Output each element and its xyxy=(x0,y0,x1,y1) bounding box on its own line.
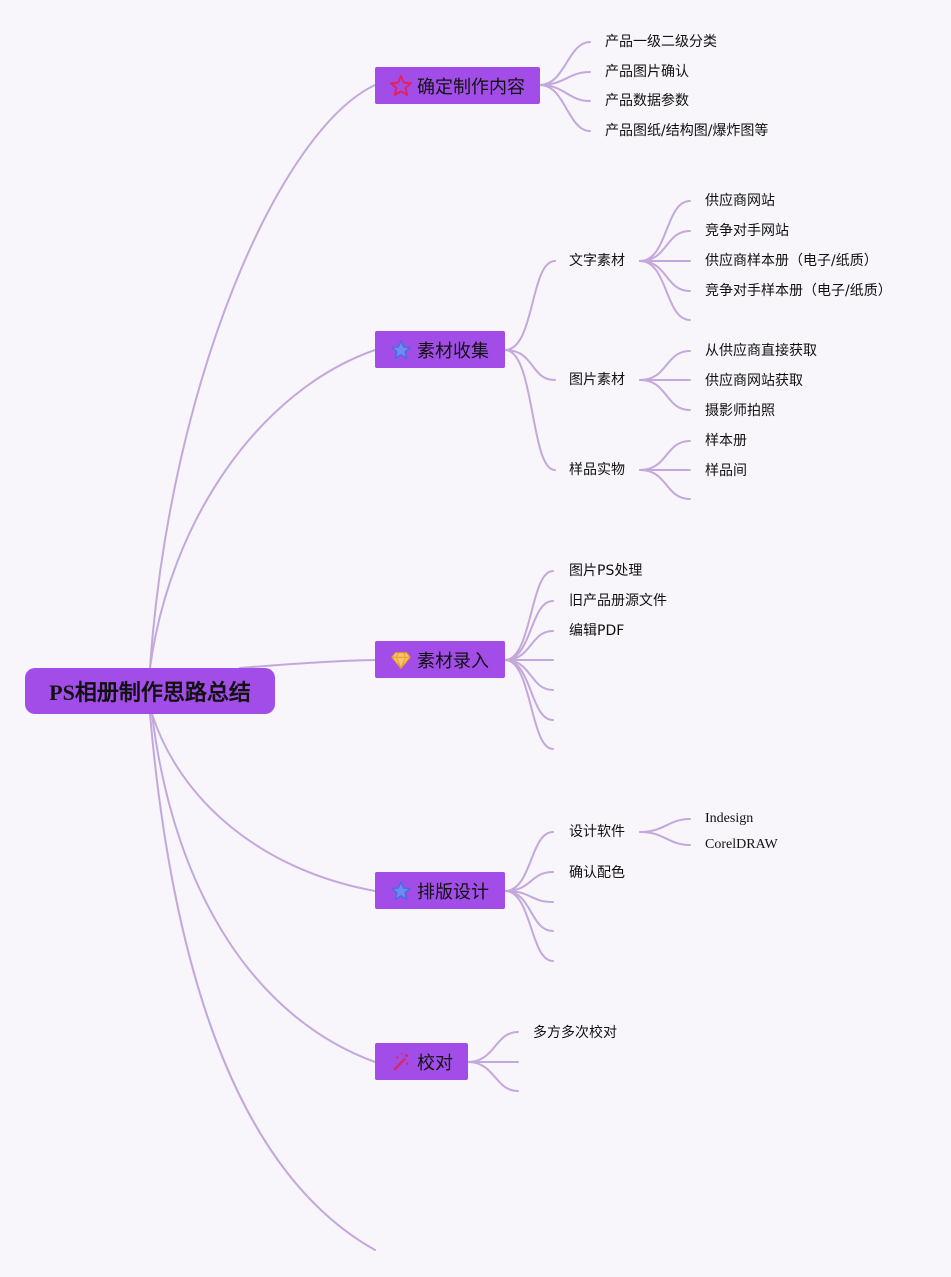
leaf-node[interactable]: 旧产品册源文件 xyxy=(569,593,667,609)
diamond-icon xyxy=(389,648,413,672)
link-root-branch-5 xyxy=(151,713,376,1063)
leaf-node[interactable]: CorelDRAW xyxy=(705,837,778,852)
leaf-node[interactable]: 样本册 xyxy=(705,433,747,449)
magic-wand-icon xyxy=(389,1050,413,1074)
branch-label: 确定制作内容 xyxy=(417,76,525,98)
sub-node[interactable]: 确认配色 xyxy=(569,865,625,881)
leaf-node[interactable]: 产品图纸/结构图/爆炸图等 xyxy=(605,123,769,139)
branch-node-content[interactable]: 确定制作内容 xyxy=(375,67,540,104)
link-root-branch-6 xyxy=(149,713,376,1251)
sub-node[interactable]: 图片素材 xyxy=(569,372,625,388)
branch-label: 素材收集 xyxy=(417,340,489,362)
root-title: PS相册制作思路总结 xyxy=(49,680,251,705)
leaf-node[interactable]: Indesign xyxy=(705,811,754,826)
link-root-branch-4 xyxy=(151,713,376,892)
branch-label: 排版设计 xyxy=(417,881,489,903)
leaf-node[interactable]: 供应商样本册（电子/纸质） xyxy=(705,253,878,269)
leaf-node[interactable]: 编辑PDF xyxy=(569,623,625,639)
branch-node-materials[interactable]: 素材收集 xyxy=(375,331,505,368)
link-root-branch-1 xyxy=(149,84,376,669)
star-icon xyxy=(389,338,413,362)
star-icon xyxy=(389,879,413,903)
leaf-node[interactable]: 图片PS处理 xyxy=(569,563,643,579)
link-root-branch-3 xyxy=(239,659,376,669)
branch-label: 校对 xyxy=(417,1052,453,1074)
leaf-node[interactable]: 产品图片确认 xyxy=(605,64,689,80)
leaf-node[interactable]: 供应商网站获取 xyxy=(705,373,803,389)
sub-node[interactable]: 设计软件 xyxy=(569,824,625,840)
leaf-node[interactable]: 供应商网站 xyxy=(705,193,775,209)
root-node[interactable]: PS相册制作思路总结 xyxy=(25,668,275,714)
leaf-node[interactable]: 产品一级二级分类 xyxy=(605,34,717,50)
sub-node[interactable]: 文字素材 xyxy=(569,253,625,269)
branch-node-layout[interactable]: 排版设计 xyxy=(375,872,505,909)
leaf-node[interactable]: 摄影师拍照 xyxy=(705,403,775,419)
branch-node-proofread[interactable]: 校对 xyxy=(375,1043,468,1080)
sub-node[interactable]: 样品实物 xyxy=(569,462,625,478)
leaf-node[interactable]: 多方多次校对 xyxy=(533,1025,617,1041)
star-outline-icon xyxy=(389,74,413,98)
leaf-node[interactable]: 样品间 xyxy=(705,463,747,479)
link-root-branch-2 xyxy=(149,349,376,669)
leaf-node[interactable]: 产品数据参数 xyxy=(605,93,689,109)
branch-label: 素材录入 xyxy=(417,650,489,672)
branch-node-input[interactable]: 素材录入 xyxy=(375,641,505,678)
leaf-node[interactable]: 从供应商直接获取 xyxy=(705,343,817,359)
leaf-node[interactable]: 竞争对手样本册（电子/纸质） xyxy=(705,283,892,299)
leaf-node[interactable]: 竞争对手网站 xyxy=(705,223,789,239)
